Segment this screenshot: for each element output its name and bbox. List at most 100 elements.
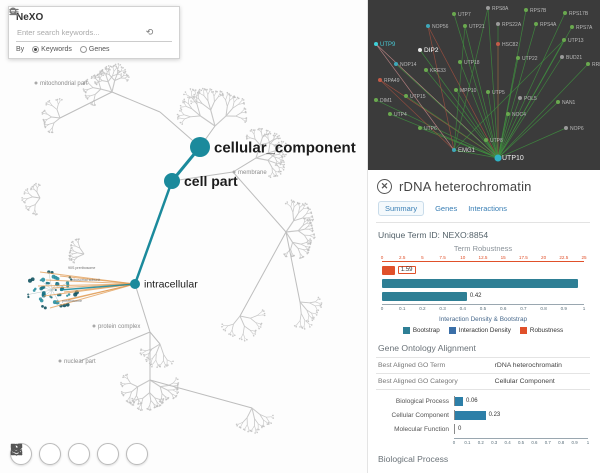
tree-node-label: membrane bbox=[238, 170, 267, 176]
network-node-RRP9[interactable]: RRP9 bbox=[586, 62, 600, 68]
by-label: By bbox=[16, 46, 25, 53]
bar-row-interaction-density: 0.42 bbox=[382, 291, 584, 301]
network-node-label: UTP8 bbox=[490, 138, 503, 144]
network-node-HSC82[interactable]: HSC82 bbox=[496, 42, 518, 48]
tree-node-label: mitochondrial part bbox=[40, 81, 88, 87]
network-node-RPS4A[interactable]: RPS4A bbox=[534, 22, 557, 28]
network-node-label: NOP6 bbox=[570, 126, 584, 132]
menu-icon[interactable] bbox=[9, 8, 172, 39]
search-panel: NeXO ⟲ By Keywords Genes bbox=[8, 6, 180, 59]
tree-node-cell-part[interactable]: cell part bbox=[164, 173, 238, 189]
tree-node-membrane[interactable]: membrane bbox=[232, 170, 268, 176]
network-node-NAN1[interactable]: NAN1 bbox=[556, 100, 576, 106]
network-node-label: NOC4 bbox=[512, 112, 526, 118]
tree-node-intracellular[interactable]: intracellular bbox=[130, 279, 198, 291]
network-node-RPS22A[interactable]: RPS22A bbox=[496, 22, 522, 28]
network-node-BUD21[interactable]: BUD21 bbox=[560, 55, 582, 61]
bar-row-robustness: 1.59 bbox=[382, 265, 584, 275]
network-node-label: RRP9 bbox=[592, 62, 600, 68]
network-node-UTP4[interactable]: UTP4 bbox=[388, 112, 407, 118]
collapse-button[interactable] bbox=[11, 443, 119, 465]
network-node-label: NOP14 bbox=[400, 62, 417, 68]
radio-genes[interactable]: Genes bbox=[79, 46, 110, 53]
network-node-UTP9[interactable]: UTP9 bbox=[374, 42, 396, 48]
network-node-UTP15[interactable]: UTP15 bbox=[404, 94, 426, 100]
network-node-label: DIM1 bbox=[380, 98, 392, 104]
network-node-label: UTP6 bbox=[424, 126, 437, 132]
network-node-POL5[interactable]: POL5 bbox=[518, 96, 537, 102]
fit-view-button[interactable] bbox=[10, 443, 90, 465]
tree-node-label: intracellular bbox=[144, 279, 198, 291]
close-icon[interactable]: ✕ bbox=[377, 179, 392, 194]
network-node-label: RPS22A bbox=[502, 22, 522, 28]
network-node-UTP13[interactable]: UTP13 bbox=[562, 38, 584, 44]
zoom-controls bbox=[10, 443, 148, 465]
network-node-RPS7A[interactable]: RPS7A bbox=[570, 25, 593, 31]
gene-network-pane: UTP7 RPS8A RPS7B RPS17B NOP56 UTP21 RPS22A RPS4… bbox=[368, 0, 600, 170]
tree-node-cellular-component[interactable]: cellular_component bbox=[190, 137, 356, 157]
network-node-label: RPS17B bbox=[569, 11, 589, 17]
tree-node-protein-complex[interactable]: protein complex bbox=[92, 324, 141, 330]
network-node-NOC4[interactable]: NOC4 bbox=[506, 112, 526, 118]
network-node-DIP2[interactable]: DIP2 bbox=[418, 47, 439, 54]
zoom-out-button[interactable] bbox=[10, 443, 61, 465]
network-node-label: RPS7A bbox=[576, 25, 593, 31]
app-title: NeXO bbox=[16, 12, 44, 23]
network-node-label: MPP10 bbox=[460, 88, 477, 94]
network-node-RPS7B[interactable]: RPS7B bbox=[524, 8, 547, 14]
layers-button[interactable] bbox=[10, 443, 148, 465]
network-node-MPP10[interactable]: MPP10 bbox=[454, 88, 477, 94]
search-input[interactable] bbox=[16, 26, 124, 39]
network-node-UTP18[interactable]: UTP18 bbox=[458, 60, 480, 66]
network-node-DIM1[interactable]: DIM1 bbox=[374, 98, 392, 104]
radio-keywords[interactable]: Keywords bbox=[32, 46, 72, 53]
network-node-label: UTP15 bbox=[410, 94, 426, 100]
tab-genes[interactable]: Genes bbox=[435, 204, 458, 213]
tab-summary[interactable]: Summary bbox=[378, 201, 425, 216]
tree-node-nuclear-part[interactable]: nuclear part bbox=[58, 359, 97, 365]
network-node-label: EMG1 bbox=[458, 148, 476, 154]
gene-network-canvas[interactable]: UTP7 RPS8A RPS7B RPS17B NOP56 UTP21 RPS22A RPS4… bbox=[368, 0, 600, 170]
tree-node-label: cell part bbox=[184, 173, 238, 189]
unique-term-id: Unique Term ID: NEXO:8854 bbox=[378, 230, 489, 240]
tree-node-mitochondrial-part[interactable]: mitochondrial part bbox=[34, 81, 89, 87]
network-node-UTP10[interactable]: UTP10 bbox=[494, 154, 524, 163]
network-node-NOP14[interactable]: NOP14 bbox=[394, 62, 417, 68]
network-node-UTP22[interactable]: UTP22 bbox=[516, 56, 538, 62]
search-mode-options: By Keywords Genes bbox=[16, 46, 172, 53]
term-title: rDNA heterochromatin bbox=[399, 179, 532, 194]
network-node-UTP5[interactable]: UTP5 bbox=[486, 90, 505, 96]
network-node-label: KRE33 bbox=[430, 68, 446, 74]
tree-node-label: protein complex bbox=[98, 324, 140, 330]
network-node-label: UTP22 bbox=[522, 56, 538, 62]
term-chart-bars: 1.59 0.42 bbox=[382, 265, 584, 301]
tab-interactions[interactable]: Interactions bbox=[468, 204, 507, 213]
network-node-RPA49[interactable]: RPA49 bbox=[378, 78, 400, 84]
network-node-label: HSC82 bbox=[502, 42, 518, 48]
network-node-UTP21[interactable]: UTP21 bbox=[463, 24, 485, 30]
network-node-label: UTP7 bbox=[458, 12, 471, 18]
network-node-KRE33[interactable]: KRE33 bbox=[424, 68, 446, 74]
search-icon[interactable] bbox=[9, 7, 140, 39]
network-node-UTP8[interactable]: UTP8 bbox=[484, 138, 503, 144]
network-node-RPS17B[interactable]: RPS17B bbox=[563, 11, 589, 17]
legend-item: Bootstrap bbox=[402, 327, 440, 334]
network-node-NOP6[interactable]: NOP6 bbox=[564, 126, 584, 132]
network-node-EMG1[interactable]: EMG1 bbox=[452, 148, 476, 154]
detail-tabs: Summary Genes Interactions bbox=[376, 200, 590, 223]
term-robustness-title: Term Robustness bbox=[453, 244, 513, 253]
reset-icon[interactable]: ⟲ bbox=[145, 27, 154, 37]
network-node-RPS8A[interactable]: RPS8A bbox=[486, 6, 509, 12]
legend-item: Robustness bbox=[519, 327, 563, 334]
network-node-UTP6[interactable]: UTP6 bbox=[418, 126, 437, 132]
network-node-UTP7[interactable]: UTP7 bbox=[452, 12, 471, 18]
network-node-label: UTP10 bbox=[502, 155, 524, 162]
network-node-NOP56[interactable]: NOP56 bbox=[426, 24, 449, 30]
